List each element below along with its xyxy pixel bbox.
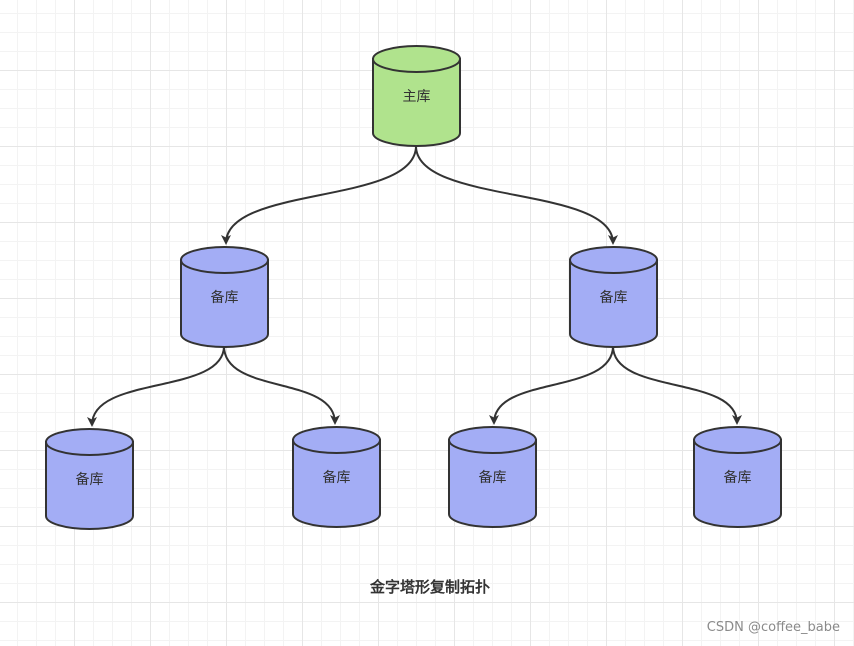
replica-label: 备库	[323, 469, 351, 486]
edge-primary-to-replica-right	[415, 145, 618, 245]
replica-cylinder-body	[448, 439, 537, 528]
edge-replica-right-to-leaf-3	[489, 345, 614, 425]
replica-label: 备库	[76, 471, 104, 488]
replica-cylinder-top	[45, 428, 134, 456]
replica-label: 备库	[479, 469, 507, 486]
replica-cylinder-top	[180, 246, 269, 274]
replica-node-level1-left: 备库	[180, 246, 269, 348]
edge-primary-to-replica-left	[221, 145, 417, 245]
replica-cylinder-top	[292, 426, 381, 454]
diagram-caption: 金字塔形复制拓扑	[369, 578, 490, 596]
replica-cylinder-top	[569, 246, 658, 274]
primary-cylinder-body	[372, 58, 461, 147]
primary-database-node: 主库	[372, 45, 461, 147]
replica-cylinder-top	[693, 426, 782, 454]
replica-label: 备库	[724, 469, 752, 486]
replica-node-level1-right: 备库	[569, 246, 658, 348]
edges	[87, 145, 742, 427]
edge-replica-right-to-leaf-4	[612, 345, 742, 425]
replica-node-level2-3: 备库	[448, 426, 537, 528]
replica-cylinder-body	[292, 439, 381, 528]
replica-node-level2-4: 备库	[693, 426, 782, 528]
replica-cylinder-body	[180, 259, 269, 348]
replica-node-level2-2: 备库	[292, 426, 381, 528]
watermark: CSDN @coffee_babe	[706, 620, 840, 635]
replica-cylinder-body	[45, 441, 134, 530]
replica-label: 备库	[211, 289, 239, 306]
edge-replica-left-to-leaf-2	[223, 345, 340, 425]
replica-cylinder-top	[448, 426, 537, 454]
primary-cylinder-top	[372, 45, 461, 73]
replica-node-level2-1: 备库	[45, 428, 134, 530]
replica-label: 备库	[600, 289, 628, 306]
edge-replica-left-to-leaf-1	[87, 345, 225, 427]
replica-cylinder-body	[569, 259, 658, 348]
replica-cylinder-body	[693, 439, 782, 528]
primary-label: 主库	[403, 89, 431, 105]
